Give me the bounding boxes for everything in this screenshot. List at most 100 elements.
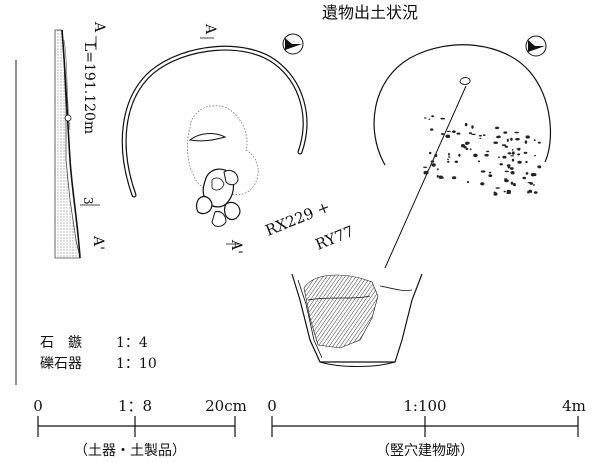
debris-fragment [488, 171, 492, 174]
debris-scatter [423, 115, 542, 196]
debris-fragment [537, 141, 541, 144]
projection-line [384, 85, 467, 269]
pit-plan-left [121, 45, 308, 227]
debris-fragment [448, 152, 450, 156]
debris-fragment [504, 178, 508, 180]
debris-fragment [447, 158, 449, 160]
debris-fragment [445, 134, 451, 139]
debris-fragment [429, 151, 432, 155]
debris-fragment [452, 130, 456, 134]
debris-fragment [514, 131, 519, 134]
debris-fragment [440, 117, 446, 120]
debris-fragment [465, 141, 469, 145]
debris-fragment [503, 131, 508, 134]
debris-fragment [504, 179, 508, 181]
debris-fragment [502, 155, 507, 159]
debris-fragment [448, 156, 451, 158]
debris-fragment [498, 156, 500, 158]
stone-tool-cluster [195, 168, 241, 227]
debris-fragment [527, 190, 530, 194]
scalebar-pit-start: 0 [267, 397, 277, 415]
debris-fragment [423, 171, 428, 175]
plan-marker-a: A [202, 23, 218, 35]
debris-fragment [537, 165, 542, 169]
debris-fragment [512, 183, 516, 187]
debris-fragment [465, 147, 469, 151]
debris-fragment [506, 138, 509, 142]
debris-fragment [533, 139, 536, 142]
debris-fragment [493, 192, 498, 196]
debris-fragment [525, 172, 529, 175]
section-marker-a-prime: A' [90, 235, 106, 250]
figure-title: 遺物出土状況 [322, 3, 418, 22]
debris-fragment [484, 153, 489, 157]
section-marker-a: A [91, 21, 107, 33]
debris-fragment [501, 144, 507, 147]
scalebar-pit-end: 4m [562, 397, 586, 415]
scalebar-artifact-end: 20cm [205, 397, 247, 415]
debris-fragment [517, 153, 521, 156]
debris-fragment [447, 160, 450, 163]
debris-fragment [478, 134, 482, 137]
debris-fragment [510, 171, 515, 175]
debris-fragment [511, 149, 514, 151]
debris-fragment [446, 130, 451, 133]
debris-fragment [511, 158, 515, 162]
north-arrow-icon [282, 33, 304, 55]
debris-fragment [468, 132, 473, 135]
debris-fragment [504, 145, 509, 148]
debris-fragment [525, 135, 530, 139]
section-layer-number: 3 [81, 197, 95, 205]
debris-fragment [430, 160, 435, 163]
debris-fragment [423, 166, 428, 168]
debris-fragment [525, 160, 528, 164]
legend-row2-label: 礫石器 [40, 356, 82, 372]
debris-fragment [430, 128, 434, 131]
debris-fragment [473, 153, 478, 158]
debris-fragment [458, 153, 461, 157]
scalebar-artifact: 0 1：8 20cm （土器・土製品） [33, 397, 247, 459]
grid-y-reference: RY77 [313, 222, 357, 254]
debris-fragment [517, 160, 522, 164]
debris-fragment [510, 137, 513, 141]
pottery-vessel [291, 273, 423, 367]
debris-fragment [533, 191, 538, 194]
debris-fragment [515, 138, 520, 141]
debris-fragment [467, 180, 469, 184]
debris-fragment [499, 163, 503, 166]
debris-fragment [469, 148, 472, 151]
debris-fragment [434, 153, 438, 158]
scalebar-pit-caption: （竪穴建物跡） [376, 443, 474, 459]
scalebar-artifact-ratio: 1：8 [118, 397, 152, 415]
debris-fragment [431, 115, 434, 118]
debris-fragment [440, 177, 445, 179]
debris-fragment [431, 163, 436, 167]
debris-fragment [426, 170, 429, 175]
debris-fragment [497, 135, 501, 139]
debris-fragment [482, 134, 486, 137]
debris-fragment [464, 122, 468, 127]
debris-fragment [507, 152, 512, 155]
debris-fragment [451, 176, 457, 180]
legend-row1-label: 石 鏃 [40, 335, 82, 351]
scalebar-artifact-start: 0 [33, 397, 43, 415]
pit-plan-right [373, 44, 552, 269]
debris-fragment [503, 190, 506, 193]
debris-fragment [495, 187, 501, 189]
debris-fragment [480, 170, 486, 173]
debris-fragment [471, 133, 476, 136]
debris-fragment [428, 118, 431, 121]
debris-fragment [524, 140, 528, 144]
debris-fragment [509, 167, 514, 170]
scalebar-pit: 0 1:100 4m （竪穴建物跡） [267, 397, 586, 459]
debris-fragment [480, 182, 485, 186]
debris-fragment [527, 182, 532, 184]
debris-fragment [478, 160, 480, 163]
debris-fragment [479, 137, 482, 140]
debris-fragment [522, 176, 526, 180]
debris-fragment [495, 126, 500, 130]
section-profile [54, 29, 100, 259]
debris-fragment [506, 192, 511, 194]
debris-fragment [488, 174, 493, 178]
